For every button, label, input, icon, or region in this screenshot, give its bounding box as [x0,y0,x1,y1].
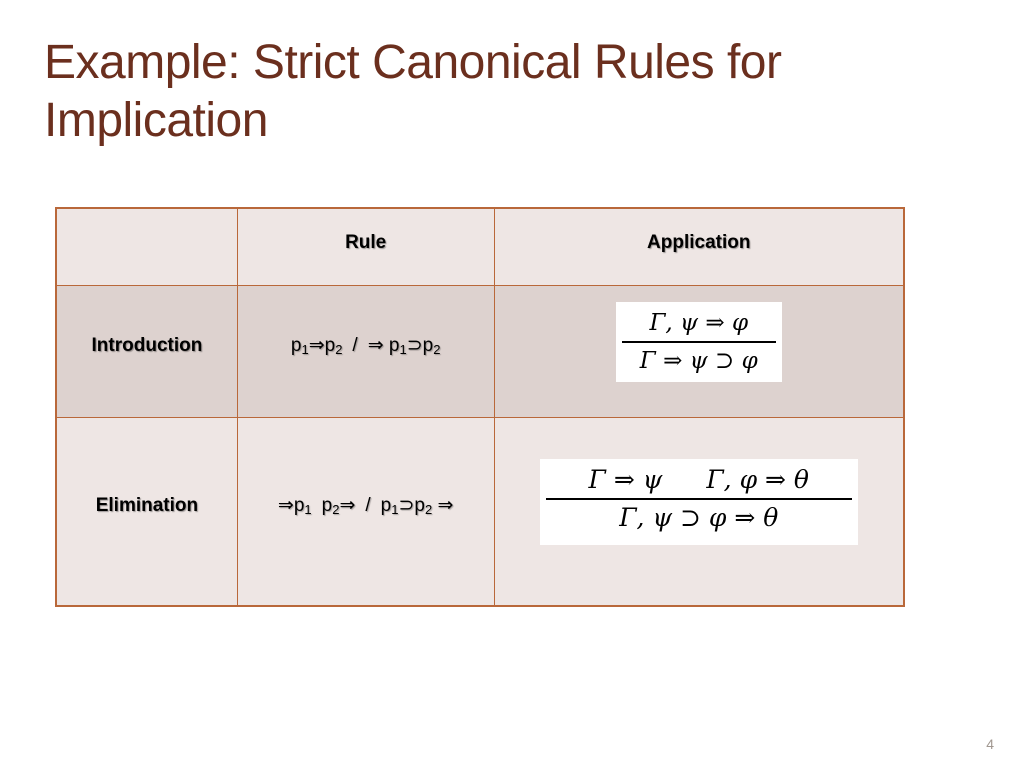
application-cell-elimination: Γ ⇒ ψ Γ, φ ⇒ θ Γ, ψ ⊃ φ ⇒ θ [493,417,905,607]
inference-line [621,340,776,343]
introduction-rule-formula: p1⇒p2/⇒ p1⊃p2 [290,335,441,357]
elimination-premises: Γ ⇒ ψ Γ, φ ⇒ θ [540,465,858,495]
rules-table: Rule Application Introduction p1⇒p2/⇒ p1… [55,207,905,607]
introduction-conclusion: Γ ⇒ ψ ⊃ φ [639,347,758,374]
elimination-conclusion: Γ, ψ ⊃ φ ⇒ θ [619,502,779,532]
header-cell-rule: Rule [236,207,495,286]
introduction-inference-image: Γ, ψ ⇒ φ Γ ⇒ ψ ⊃ φ [615,301,782,382]
row-label-introduction: Introduction [91,334,203,356]
application-cell-introduction: Γ, ψ ⇒ φ Γ ⇒ ψ ⊃ φ [493,285,905,418]
elimination-premise-right: Γ, φ ⇒ θ [706,464,809,494]
rule-cell-introduction: p1⇒p2/⇒ p1⊃p2 [236,285,495,418]
inference-line [545,497,852,500]
row-label-cell: Introduction [55,285,238,418]
introduction-premise: Γ, ψ ⇒ φ [649,309,749,336]
header-cell-application: Application [493,207,905,286]
header-cell-empty [55,207,238,286]
header-application-label: Application [647,232,751,253]
table-row-introduction: Introduction p1⇒p2/⇒ p1⊃p2 Γ, ψ ⇒ φ Γ ⇒ … [55,285,905,418]
page-number: 4 [986,736,994,752]
header-rule-label: Rule [345,232,387,253]
row-label-cell: Elimination [55,417,238,607]
slide-title: Example: Strict Canonical Rules for Impl… [44,36,782,147]
row-label-elimination: Elimination [95,494,199,516]
elimination-inference-image: Γ ⇒ ψ Γ, φ ⇒ θ Γ, ψ ⊃ φ ⇒ θ [539,458,858,545]
elimination-premise-left: Γ ⇒ ψ [588,464,663,494]
table-header-row: Rule Application [55,207,905,286]
